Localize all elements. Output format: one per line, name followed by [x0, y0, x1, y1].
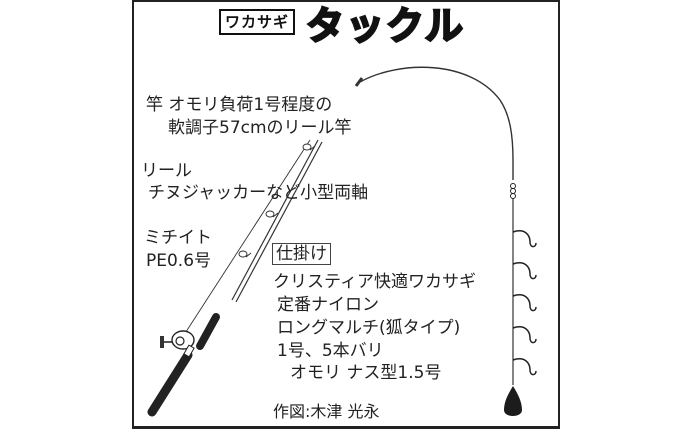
- hooks: [512, 230, 537, 376]
- swivel-icon: [510, 183, 516, 199]
- rod-spec-line1: 竿 オモリ負荷1号程度の: [146, 95, 333, 115]
- reel-label: リール: [141, 161, 192, 181]
- rig-spec-line3: ロングマルチ(狐タイプ): [277, 318, 461, 338]
- rig-spec-line2: 定番ナイロン: [277, 295, 379, 315]
- mainline-spec: PE0.6号: [146, 251, 212, 271]
- rig-header: 仕掛け: [272, 243, 331, 265]
- credit: 作図:木津 光永: [273, 402, 380, 421]
- diagram-frame: [132, 0, 560, 429]
- reel-icon: [160, 330, 195, 358]
- title-main: タックル: [305, 3, 465, 50]
- rig-spec-line4: 1号、5本バリ: [277, 341, 384, 361]
- rod-spec-line2: 軟調子57cmのリール竿: [168, 118, 352, 138]
- rig-spec-line1: クリスティア快適ワカサギ: [273, 272, 476, 292]
- rod-tip-guide: [354, 77, 364, 87]
- title-badge: ワカサギ: [219, 9, 296, 35]
- sinker-icon: [504, 386, 522, 416]
- rig-spec-line5: オモリ ナス型1.5号: [290, 363, 442, 383]
- rod-tip-curve: [359, 66, 514, 180]
- mainline-label: ミチイト: [144, 228, 212, 248]
- rod-rear-grip: [147, 350, 193, 417]
- rod-guides: [238, 143, 316, 258]
- reel-spec: チヌジャッカーなど小型両軸: [148, 183, 369, 203]
- rod-fore-grip: [196, 313, 220, 350]
